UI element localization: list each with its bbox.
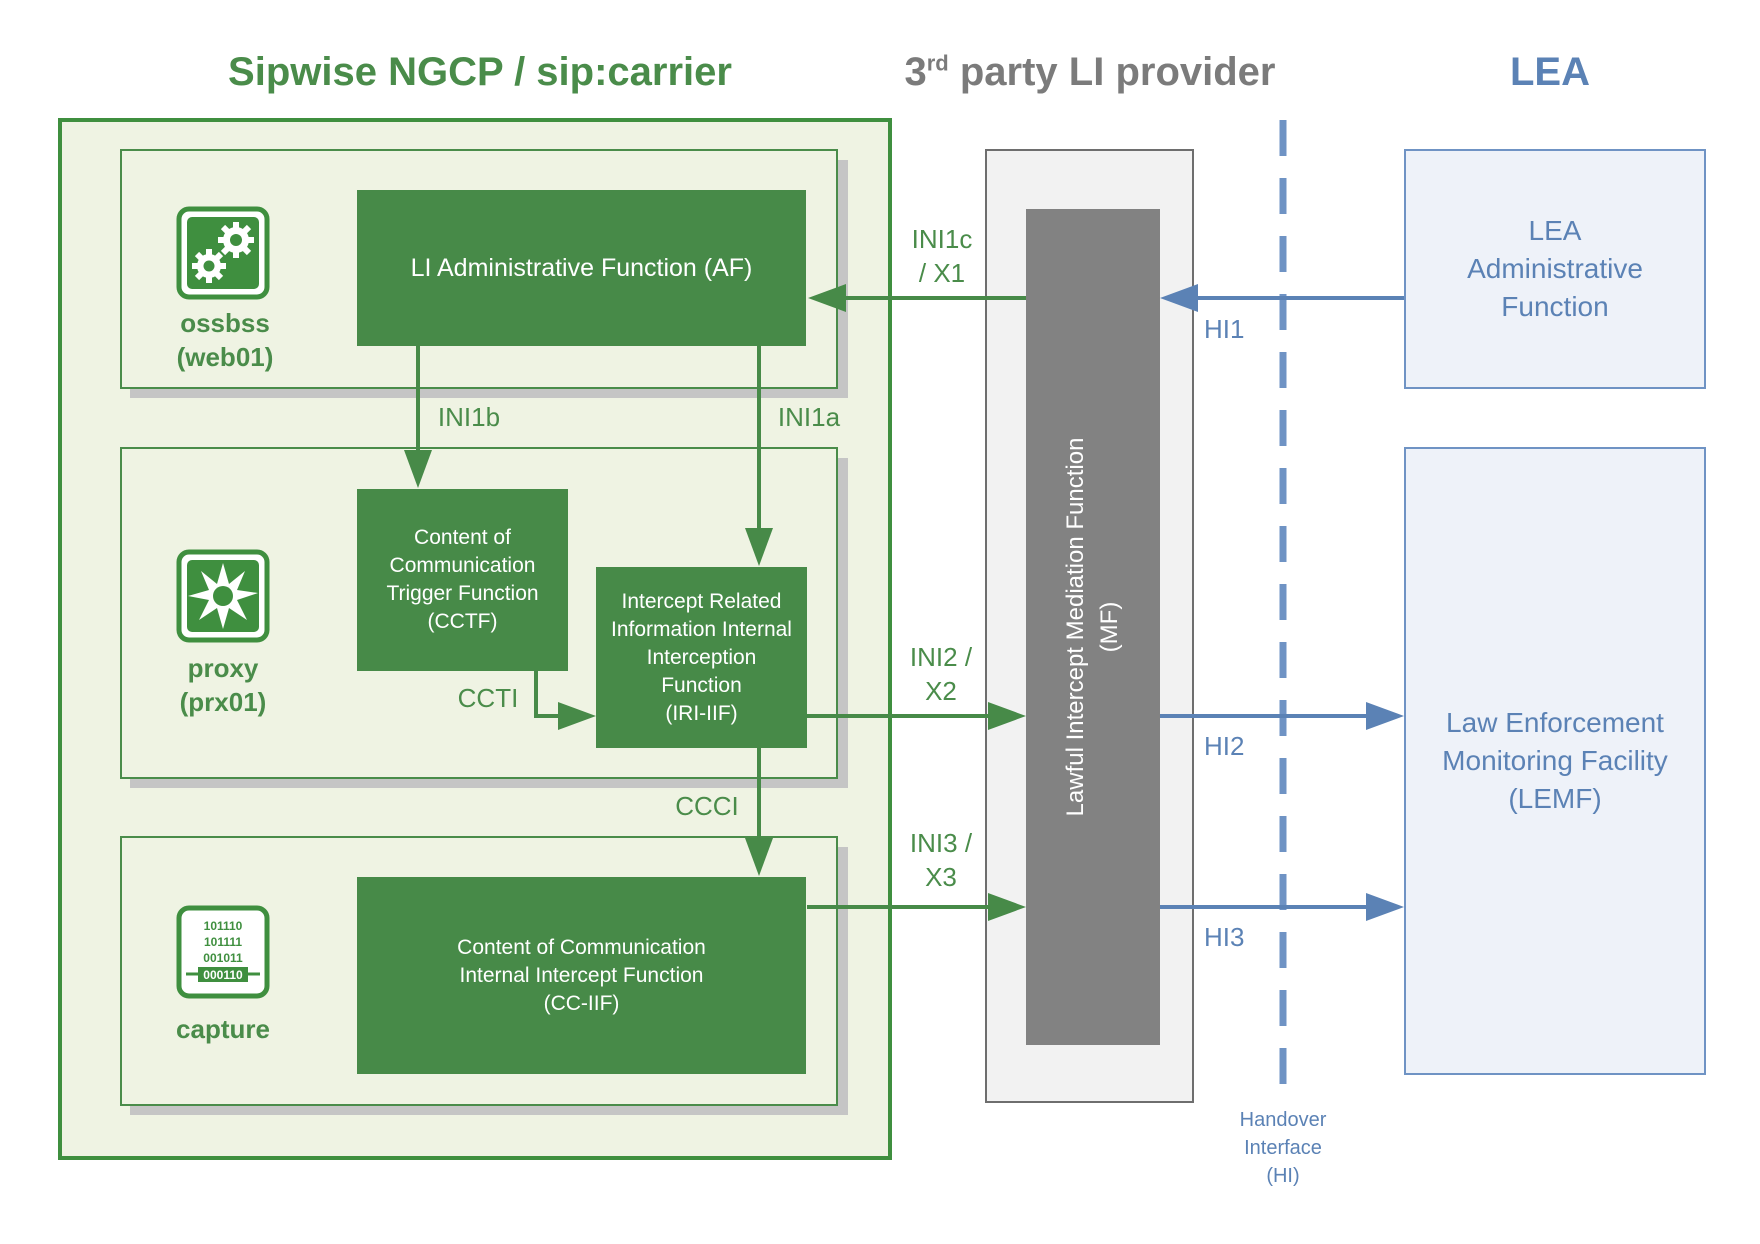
ossbss-label: ossbss (web01)	[140, 306, 310, 374]
lea-admin-text: LEA Administrative Function	[1467, 212, 1643, 326]
ossbss-host: (web01)	[176, 342, 274, 372]
ini2-arrow	[807, 702, 1026, 730]
cctf-line-4: (CCTF)	[427, 610, 498, 633]
capture-name: capture	[176, 1014, 270, 1044]
proxy-star-icon	[176, 549, 270, 643]
lea-admin-line-2: Administrative	[1467, 253, 1643, 284]
handover-line-1: Handover	[1239, 1109, 1327, 1131]
proxy-label: proxy (prx01)	[138, 651, 308, 719]
ini3-arrow	[807, 893, 1026, 921]
ini1c-line-1: INI1c	[911, 224, 973, 254]
header-third-party: 3rd party LI provider	[880, 50, 1300, 95]
cctf-line-2: Communication	[389, 554, 536, 577]
ossbss-name: ossbss	[180, 308, 270, 338]
ccci-arrow	[745, 748, 773, 876]
lemf-box: Law Enforcement Monitoring Facility (LEM…	[1404, 447, 1706, 1075]
ini1b-label: INI1b	[437, 402, 501, 432]
header-third-party-num: 3	[904, 50, 927, 94]
ini1a-arrow	[745, 346, 773, 566]
hi3-label: HI3	[1204, 922, 1245, 952]
ccti-arrow	[534, 671, 596, 730]
ini1b-arrow	[404, 346, 432, 488]
cc-iif-line-2: Internal Intercept Function	[459, 963, 704, 987]
cc-iif-line-1: Content of Communication	[457, 935, 706, 959]
iri-iif-line-4: (IRI-IIF)	[665, 701, 738, 725]
header-sipwise: Sipwise NGCP / sip:carrier	[228, 50, 732, 94]
capture-binary-icon: 101110 101111 001011 000110	[176, 905, 270, 999]
lemf-line-2: Monitoring Facility	[1442, 745, 1668, 776]
iri-iif-box: Intercept Related Information Internal I…	[596, 567, 807, 748]
hi2-label: HI2	[1204, 731, 1245, 761]
cc-iif-text: Content of Communication Internal Interc…	[457, 934, 706, 1018]
af-box: LI Administrative Function (AF)	[357, 190, 806, 346]
gears-icon	[176, 206, 270, 300]
binary-line-4: 000110	[203, 968, 243, 982]
ini1a-label: INI1a	[777, 402, 841, 432]
iri-iif-line-3: Interception Function	[646, 645, 757, 697]
ccci-label: CCCI	[675, 791, 739, 821]
capture-label: capture	[138, 1012, 308, 1046]
iri-iif-line-2: Information Internal	[611, 617, 792, 641]
ini2-label: INI2 / X2	[896, 640, 986, 708]
ini2-line-1: INI2 /	[909, 642, 973, 672]
lemf-line-1: Law Enforcement	[1446, 707, 1664, 738]
hi3-arrow	[1160, 893, 1404, 921]
ini1c-label: INI1c / X1	[900, 222, 984, 290]
ini3-label: INI3 / X3	[896, 826, 986, 894]
cctf-text: Content of Communication Trigger Functio…	[386, 524, 538, 636]
cctf-line-3: Trigger Function	[386, 582, 539, 605]
ini3-line-1: INI3 /	[909, 828, 973, 858]
lea-admin-box: LEA Administrative Function	[1404, 149, 1706, 389]
binary-line-2: 101111	[204, 935, 242, 949]
cctf-box: Content of Communication Trigger Functio…	[357, 489, 568, 671]
cc-iif-line-3: (CC-IIF)	[543, 991, 620, 1015]
hi2-arrow	[1160, 702, 1404, 730]
ini3-line-2: X3	[925, 862, 957, 892]
hi1-label: HI1	[1204, 314, 1245, 344]
handover-interface-label: Handover Interface (HI)	[1218, 1106, 1348, 1190]
lemf-line-3: (LEMF)	[1508, 783, 1602, 814]
header-third-party-sup: rd	[926, 50, 949, 76]
iri-iif-text: Intercept Related Information Internal I…	[606, 588, 797, 728]
af-label: LI Administrative Function (AF)	[410, 253, 753, 282]
ini2-line-2: X2	[925, 676, 957, 706]
proxy-host: (prx01)	[179, 687, 267, 717]
header-lea: LEA	[1510, 50, 1590, 94]
iri-iif-line-1: Intercept Related	[621, 589, 782, 613]
ccti-label: CCTI	[457, 683, 519, 713]
cctf-line-1: Content of	[414, 526, 511, 549]
binary-line-3: 001011	[203, 951, 243, 965]
ini1c-line-2: / X1	[918, 258, 966, 288]
proxy-name: proxy	[187, 653, 259, 683]
cc-iif-box: Content of Communication Internal Interc…	[357, 877, 806, 1074]
mf-box: Lawful Intercept Mediation Function (MF)	[1026, 209, 1160, 1045]
handover-line-3: (HI)	[1266, 1165, 1300, 1187]
hi1-arrow	[1160, 284, 1404, 312]
handover-line-2: Interface	[1244, 1137, 1322, 1159]
lea-admin-line-1: LEA	[1528, 215, 1582, 246]
lea-admin-line-3: Function	[1501, 291, 1609, 322]
ini1c-arrow	[808, 284, 1026, 312]
binary-line-1: 101110	[204, 919, 243, 933]
lemf-text: Law Enforcement Monitoring Facility (LEM…	[1442, 704, 1668, 818]
header-third-party-text: party LI provider	[948, 50, 1276, 94]
